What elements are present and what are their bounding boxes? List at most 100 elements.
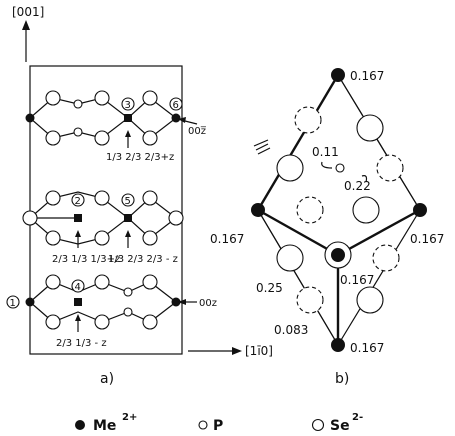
panel-a: [001] [1ī0] 3 6: [6, 5, 273, 387]
hatch: [257, 147, 271, 155]
panel-a-caption: a): [100, 371, 114, 387]
me-atom: [25, 297, 35, 307]
me-atom-square: [124, 114, 132, 122]
legend-se-charge: 2-: [352, 412, 363, 423]
me-atom-square: [74, 298, 82, 306]
legend-p-label: P: [213, 418, 223, 434]
hatch: [255, 143, 269, 151]
value-left: 0.167: [210, 232, 244, 246]
legend-me-label: Me: [93, 418, 116, 434]
me-atom: [171, 113, 181, 123]
bond-thick: [256, 74, 340, 211]
p-atom: [73, 127, 83, 137]
position-arrowhead: [125, 230, 131, 237]
site-marker-6-label: 6: [173, 100, 179, 111]
se-atom-dashed: [296, 286, 324, 314]
bond-thick: [257, 208, 339, 257]
site-marker-5: [121, 193, 135, 207]
se-atom: [45, 90, 61, 106]
se-atom-dashed: [296, 196, 324, 224]
p-atom: [335, 163, 345, 173]
axis-001-arrowhead: [22, 20, 30, 30]
se-atom: [356, 286, 384, 314]
site-marker-3: [121, 97, 135, 111]
bond-thick: [337, 208, 421, 257]
value-right: 0.167: [410, 232, 444, 246]
se-atom: [45, 230, 61, 246]
panel-b: 0.167 0.167 0.167 0.167 0.167 0.11 0.22 …: [210, 68, 444, 387]
site-marker-5-label: 5: [125, 196, 131, 207]
label-mid-left-position: 2/3 1/3 1/3+z: [52, 254, 120, 265]
me-atom: [331, 248, 345, 262]
site-marker-4-label: 4: [75, 282, 81, 293]
p-atom: [123, 307, 133, 317]
position-arrowhead: [125, 130, 131, 137]
unit-cell-frame: [29, 65, 183, 355]
se-atom-dashed: [372, 244, 400, 272]
value-bottom-left: 0.083: [274, 323, 308, 337]
value-center: 0.167: [340, 273, 374, 287]
p-atom: [123, 287, 133, 297]
p-atom: [73, 99, 83, 109]
layer-top: 3 6 1/3 2/3 2/3+z 00z̅: [25, 90, 207, 163]
se-atom: [142, 90, 158, 106]
layer-bottom: 1 4 2/3 1/3 - z 00z: [6, 274, 217, 349]
value-top: 0.167: [350, 69, 384, 83]
oz-arrowhead: [178, 299, 186, 305]
layer-middle: 2 5 2/3 1/3 1/3+z 1/3 2/3 2/3 - z: [22, 190, 184, 265]
se-atom: [356, 114, 384, 142]
hatch: [253, 139, 269, 147]
me-atom: [413, 203, 427, 217]
site-marker-6: [169, 97, 183, 111]
label-ooz: 00z: [199, 298, 217, 309]
se-atom: [45, 274, 61, 290]
label-mid-right-position: 1/3 2/3 2/3 - z: [108, 254, 178, 265]
se-atom: [142, 190, 158, 206]
me-atom-square: [124, 214, 132, 222]
me-atom: [171, 297, 181, 307]
bond-thin: [257, 209, 339, 346]
me-atom: [331, 338, 345, 352]
site-marker-3-label: 3: [125, 100, 131, 111]
me-atom: [251, 203, 265, 217]
site-marker-1: [6, 295, 20, 309]
pointer-arrow: [321, 161, 333, 169]
legend-me-charge: 2+: [122, 412, 137, 423]
se-atom: [94, 230, 110, 246]
legend: Me 2+ P Se 2-: [75, 412, 363, 434]
se-atom: [142, 274, 158, 290]
se-atom-dashed: [294, 106, 322, 134]
value-p-lower: 0.22: [344, 179, 371, 193]
se-atom: [142, 314, 158, 330]
se-atom: [276, 244, 304, 272]
se-atom: [45, 190, 61, 206]
se-atom: [94, 90, 110, 106]
se-atom: [168, 210, 184, 226]
axis-001-label: [001]: [12, 5, 44, 19]
se-atom: [94, 190, 110, 206]
se-atom: [94, 314, 110, 330]
se-atom: [22, 210, 38, 226]
axis-1-10-label: [1ī0]: [245, 344, 273, 358]
se-atom: [45, 314, 61, 330]
me-atom: [25, 113, 35, 123]
se-atom: [142, 230, 158, 246]
site-marker-1-label: 1: [10, 298, 16, 309]
position-arrowhead: [75, 230, 81, 237]
legend-p-symbol: [198, 420, 208, 430]
label-top-position: 1/3 2/3 2/3+z: [106, 152, 174, 163]
se-atom: [276, 154, 304, 182]
pointer-arrow: [361, 175, 368, 183]
oz-bar-arrowhead: [178, 117, 186, 123]
bond-thin: [337, 74, 421, 211]
site-marker-2: [71, 193, 85, 207]
se-atom: [94, 130, 110, 146]
position-arrowhead: [75, 314, 81, 321]
axis-1-10-arrowhead: [232, 347, 242, 355]
se-atom-dashed: [376, 154, 404, 182]
legend-se-label: Se: [330, 418, 350, 434]
se-atom: [352, 196, 380, 224]
panel-b-caption: b): [335, 371, 349, 387]
legend-me-symbol: [75, 420, 85, 430]
